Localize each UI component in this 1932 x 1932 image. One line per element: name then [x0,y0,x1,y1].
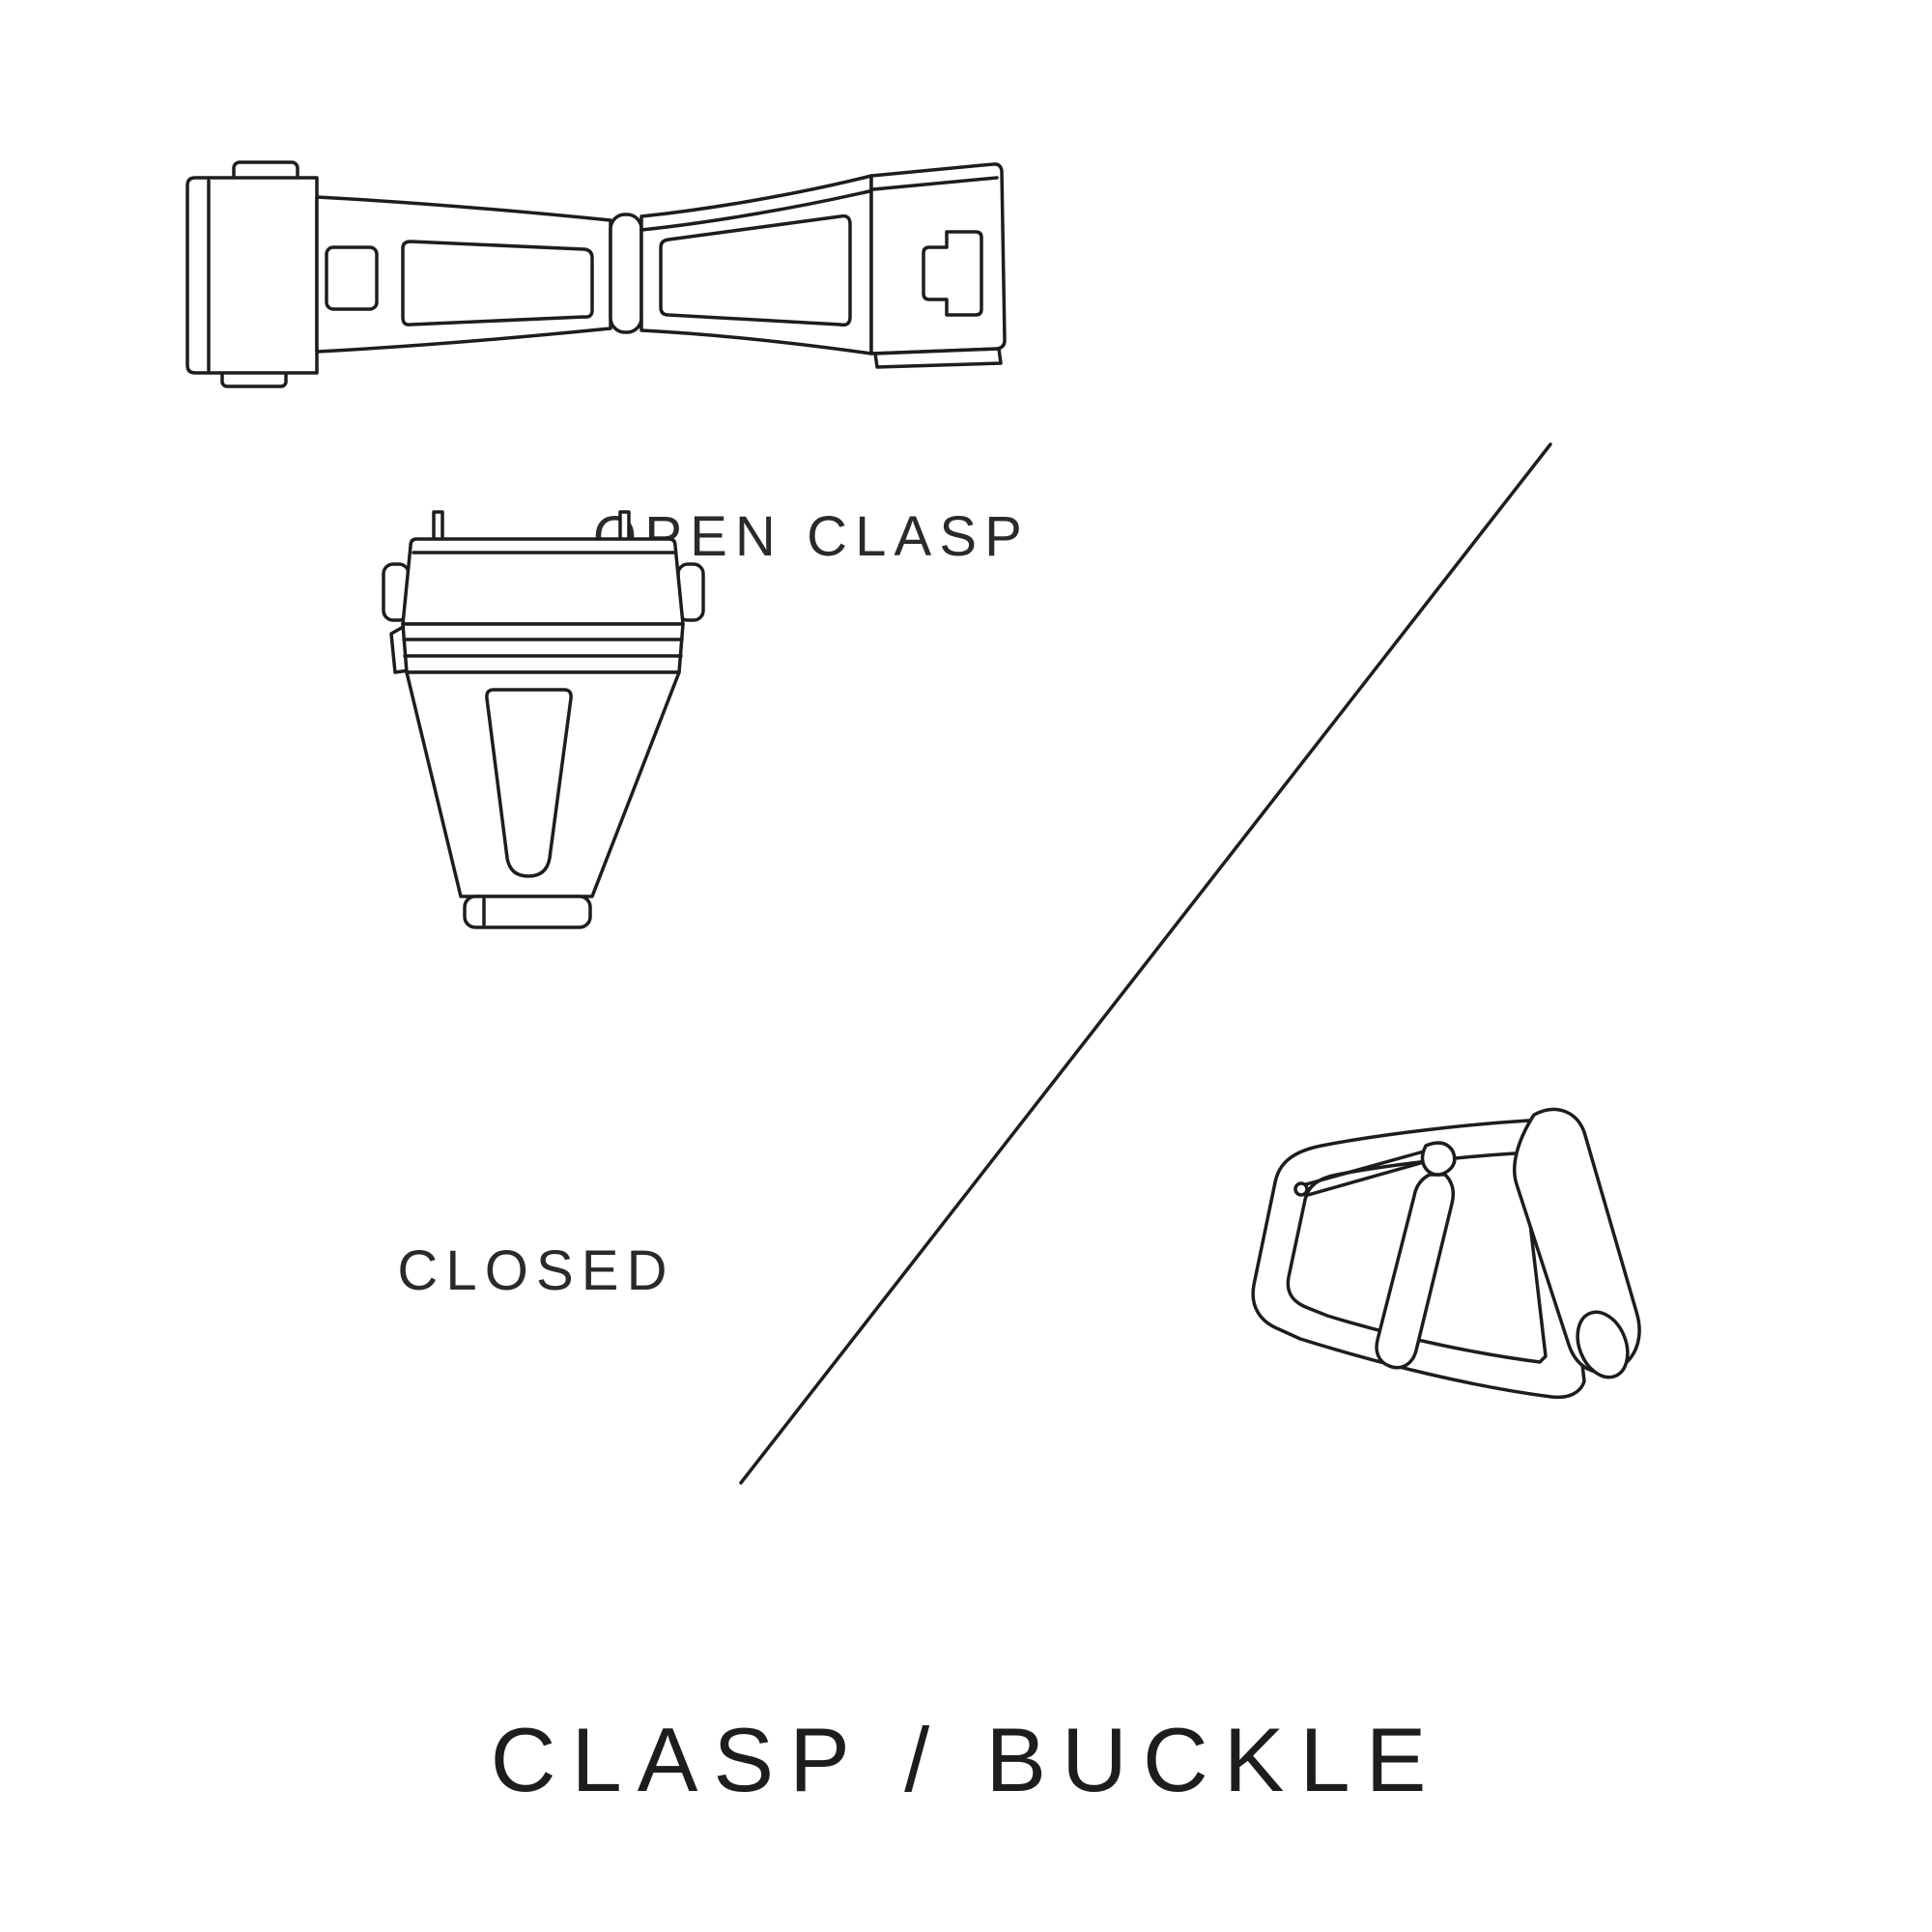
diagram-title: CLASP / BUCKLE [490,1709,1442,1810]
closed-clasp-cap [463,895,592,929]
buckle-tongue [1375,1173,1456,1370]
open-clasp-right-lip [873,347,1003,369]
open-clasp-right-block [869,162,1007,355]
open-clasp-right-arm [639,174,873,355]
open-clasp-hook-cutout [922,230,983,317]
closed-clasp-illustration [382,510,705,929]
open-clasp-left-inset [401,240,594,327]
open-clasp-left-arm [315,195,612,354]
open-clasp-hinge [609,213,643,334]
buckle-roller-end [1576,1310,1630,1379]
open-clasp-left-block [185,176,319,375]
buckle-pin-end [1293,1181,1309,1197]
closed-clasp-band [401,622,685,674]
open-clasp-illustration [185,160,1007,388]
closed-clasp-body [405,670,681,898]
open-clasp-right-inset [659,213,852,327]
buckle-spring-bar [1304,1150,1426,1186]
buckle-tongue-hook [1420,1141,1457,1177]
divider-line [739,442,1552,1485]
closed-clasp-slot [485,688,573,878]
closed-clasp-label: CLOSED [397,1239,675,1302]
open-clasp-button [325,245,379,311]
tang-buckle-illustration [1251,1107,1641,1400]
